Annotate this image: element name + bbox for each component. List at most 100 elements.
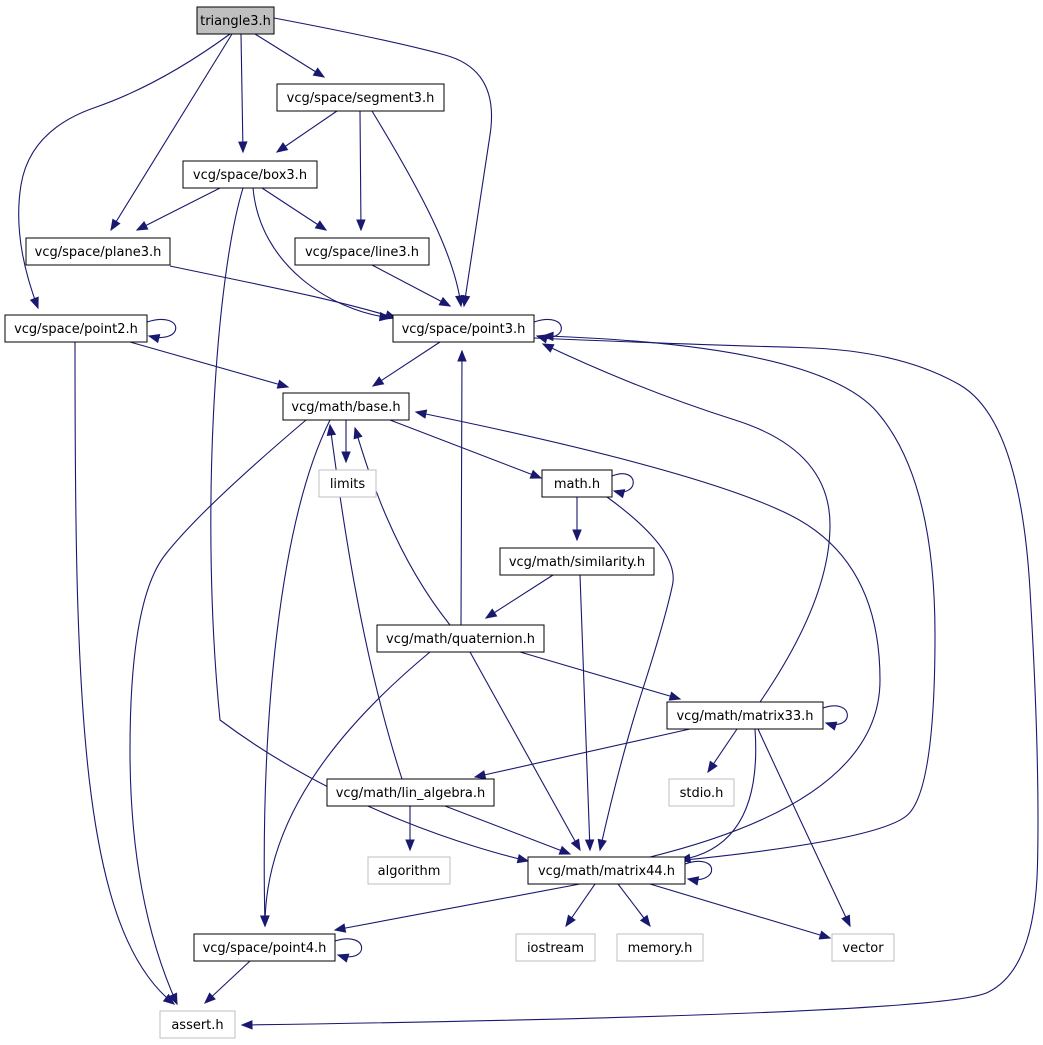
edge-point3-to-assert bbox=[240, 337, 1039, 1030]
edge-box3-to-plane3 bbox=[135, 187, 221, 231]
edge-matrix44-to-point3 bbox=[541, 331, 936, 861]
node-box bbox=[282, 392, 410, 421]
node-box bbox=[193, 933, 336, 962]
node-box bbox=[541, 469, 613, 498]
node-box bbox=[159, 1010, 236, 1039]
edge-quaternion-to-point3 bbox=[457, 349, 467, 626]
arrow-head bbox=[356, 219, 366, 232]
node-label: vcg/space/plane3.h bbox=[35, 245, 162, 260]
edge-triangle3-to-plane3 bbox=[110, 33, 233, 232]
edge-matrix33-to-stdio bbox=[707, 728, 738, 774]
node-box3[interactable]: vcg/space/box3.h bbox=[182, 160, 318, 189]
arrow-head bbox=[238, 141, 248, 154]
edge-matrix44-to-vector bbox=[649, 883, 832, 940]
edge-matrix44-to-matrix44 bbox=[684, 860, 713, 886]
edge-line bbox=[263, 419, 331, 927]
arrow-head bbox=[473, 770, 487, 780]
node-stdio: stdio.h bbox=[668, 778, 735, 807]
node-box bbox=[367, 856, 451, 885]
node-label: vector bbox=[842, 941, 884, 956]
arrow-head bbox=[333, 923, 347, 933]
edge-line bbox=[611, 473, 634, 493]
node-box bbox=[616, 933, 704, 962]
node-point2[interactable]: vcg/space/point2.h bbox=[4, 314, 148, 343]
edge-line bbox=[261, 187, 327, 231]
edge-matrix44-to-memory bbox=[617, 883, 651, 928]
node-quaternion[interactable]: vcg/math/quaternion.h bbox=[376, 624, 545, 653]
edge-point2-to-assert bbox=[74, 341, 176, 1005]
node-box bbox=[25, 237, 171, 266]
node-base[interactable]: vcg/math/base.h bbox=[282, 392, 410, 421]
node-plane3[interactable]: vcg/space/plane3.h bbox=[25, 237, 171, 266]
node-box bbox=[499, 547, 655, 576]
edge-quaternion-to-matrix33 bbox=[519, 651, 682, 701]
edge-line bbox=[474, 728, 691, 778]
node-label: vcg/math/matrix33.h bbox=[676, 709, 813, 724]
edge-line bbox=[757, 728, 851, 927]
node-matrix33[interactable]: vcg/math/matrix33.h bbox=[666, 701, 824, 730]
edge-plane3-to-point3 bbox=[169, 265, 398, 320]
arrow-head bbox=[686, 876, 700, 886]
node-segment3[interactable]: vcg/space/segment3.h bbox=[276, 83, 445, 112]
arrow-head bbox=[110, 218, 121, 232]
edge-line bbox=[210, 187, 529, 862]
arrow-head bbox=[541, 331, 554, 342]
node-point3[interactable]: vcg/space/point3.h bbox=[392, 314, 535, 343]
node-matrix44[interactable]: vcg/math/matrix44.h bbox=[527, 856, 686, 885]
edge-triangle3-to-box3 bbox=[238, 33, 248, 154]
edge-line bbox=[415, 411, 881, 858]
node-box bbox=[527, 856, 686, 885]
edge-line bbox=[822, 705, 848, 726]
edge-line bbox=[679, 728, 757, 861]
node-iostream: iostream bbox=[515, 933, 596, 962]
node-box bbox=[831, 933, 895, 962]
node-math[interactable]: math.h bbox=[541, 469, 613, 498]
edge-triangle3-to-segment3 bbox=[254, 33, 326, 78]
node-label: math.h bbox=[554, 477, 600, 492]
arrow-head bbox=[260, 915, 270, 928]
edge-line bbox=[519, 651, 681, 700]
edge-line bbox=[334, 883, 581, 931]
edge-line bbox=[460, 350, 463, 626]
edge-line bbox=[264, 651, 431, 927]
node-line3[interactable]: vcg/space/line3.h bbox=[294, 237, 430, 266]
arrow-head bbox=[312, 67, 326, 78]
node-lin-algebra[interactable]: vcg/math/lin_algebra.h bbox=[326, 778, 495, 807]
arrow-head bbox=[572, 529, 582, 542]
edge-line bbox=[389, 419, 542, 479]
node-point4[interactable]: vcg/space/point4.h bbox=[193, 933, 336, 962]
edge-line bbox=[542, 343, 831, 703]
edge-base-to-assert bbox=[129, 419, 307, 1006]
edge-line bbox=[129, 419, 307, 1005]
arrow-head bbox=[818, 930, 832, 940]
arrow-head bbox=[457, 349, 467, 362]
edge-point4-to-point4 bbox=[334, 938, 363, 963]
arrow-head bbox=[639, 914, 651, 928]
edge-quaternion-to-point4 bbox=[260, 651, 431, 928]
arrow-head bbox=[405, 839, 415, 852]
edge-line bbox=[354, 427, 451, 626]
arrow-head bbox=[276, 379, 290, 389]
node-label: limits bbox=[330, 477, 366, 492]
arrow-head bbox=[147, 333, 161, 344]
arrow-head bbox=[438, 296, 452, 307]
edge-matrix33-to-vector bbox=[757, 728, 851, 928]
node-similarity[interactable]: vcg/math/similarity.h bbox=[499, 547, 655, 576]
arrow-head bbox=[162, 993, 176, 1005]
edge-base-to-math bbox=[389, 419, 543, 479]
node-triangle3: triangle3.h bbox=[196, 6, 275, 35]
edge-box3-to-matrix44 bbox=[210, 187, 530, 864]
edge-line bbox=[241, 337, 1039, 1026]
node-label: algorithm bbox=[378, 864, 441, 879]
edge-triangle3-to-point2 bbox=[18, 33, 231, 310]
arrow-head bbox=[371, 376, 385, 387]
node-box bbox=[294, 237, 430, 266]
node-label: vcg/math/matrix44.h bbox=[538, 864, 675, 879]
node-label: triangle3.h bbox=[200, 14, 271, 29]
edge-line bbox=[329, 424, 403, 780]
node-label: iostream bbox=[527, 941, 584, 956]
edge-line bbox=[649, 883, 831, 939]
arrow-head bbox=[240, 1020, 253, 1030]
nodes-layer: triangle3.h vcg/space/segment3.h vcg/space… bbox=[4, 6, 895, 1039]
